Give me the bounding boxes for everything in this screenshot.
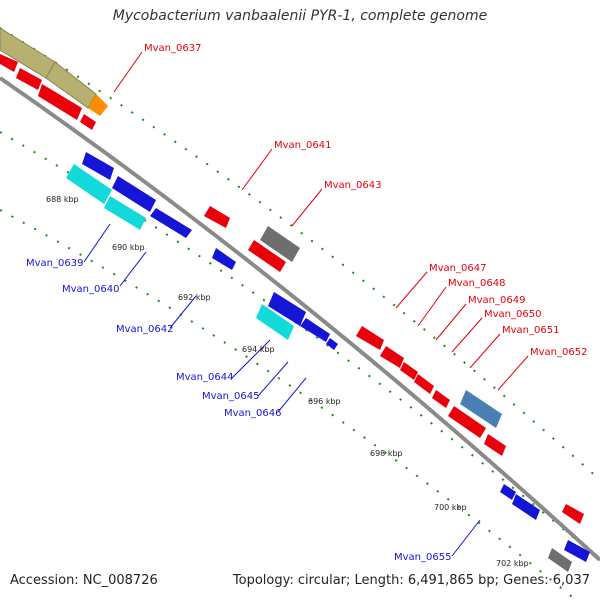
gene-label-mvan-0650[interactable]: Mvan_0650 [484, 309, 541, 320]
gene-label-mvan-0646[interactable]: Mvan_0646 [224, 408, 281, 419]
gene-blue-2[interactable] [112, 176, 156, 212]
gene-blue-0644[interactable] [268, 292, 306, 326]
gene-label-mvan-0641[interactable]: Mvan_0641 [274, 140, 331, 151]
scale-label-698: 698 kbp [370, 449, 403, 458]
gene-blue-1[interactable] [82, 152, 114, 180]
gene-red-4[interactable] [80, 114, 96, 130]
scale-label-700: 700 kbp [434, 503, 467, 512]
scale-label-696: 696 kbp [308, 397, 341, 406]
topology-text: Topology: circular; Length: 6,491,865 bp… [232, 573, 590, 588]
gene-red-0652[interactable] [448, 406, 486, 438]
gene-gray-0655[interactable] [548, 548, 572, 572]
scale-label-702: 702 kbp [496, 559, 529, 568]
gene-orange[interactable] [88, 94, 108, 116]
reverse-strand-genes [66, 152, 590, 572]
gene-cyan-0639[interactable] [104, 196, 146, 230]
gene-label-mvan-0651[interactable]: Mvan_0651 [502, 325, 559, 336]
gene-label-mvan-0655[interactable]: Mvan_0655 [394, 552, 451, 563]
gene-red-0650[interactable] [414, 374, 434, 394]
gene-label-mvan-0649[interactable]: Mvan_0649 [468, 295, 525, 306]
gene-red-0652b[interactable] [484, 434, 506, 456]
gene-cyan-0645[interactable] [256, 304, 294, 340]
gene-blue-0646[interactable] [300, 318, 330, 342]
gene-red-1[interactable] [0, 54, 18, 72]
gene-blue-0642[interactable] [212, 248, 236, 270]
reverse-gene-labels: Mvan_0639 Mvan_0640 Mvan_0642 Mvan_0644 … [26, 258, 451, 563]
scale-label-694: 694 kbp [242, 345, 275, 354]
gene-blue-end[interactable] [564, 540, 590, 562]
forward-gene-labels: Mvan_0637 Mvan_0641 Mvan_0643 Mvan_0647 … [144, 43, 587, 358]
gene-label-mvan-0643[interactable]: Mvan_0643 [324, 180, 381, 191]
gene-label-mvan-0637[interactable]: Mvan_0637 [144, 43, 201, 54]
scale-label-688: 688 kbp [46, 195, 79, 204]
gene-label-mvan-0642[interactable]: Mvan_0642 [116, 324, 173, 335]
gene-label-mvan-0652[interactable]: Mvan_0652 [530, 347, 587, 358]
gene-label-mvan-0639[interactable]: Mvan_0639 [26, 258, 83, 269]
gene-steel-0652[interactable] [460, 390, 502, 428]
gene-label-mvan-0640[interactable]: Mvan_0640 [62, 284, 119, 295]
tick-tracks [0, 27, 600, 600]
gene-red-3[interactable] [38, 84, 82, 120]
gene-blue-0655a[interactable] [500, 484, 516, 500]
page-title: Mycobacterium vanbaalenii PYR-1, complet… [112, 8, 488, 24]
gene-blue-0646b[interactable] [326, 338, 338, 350]
leader-lines-forward [113, 51, 529, 391]
gene-label-mvan-0645[interactable]: Mvan_0645 [202, 391, 259, 402]
gene-label-mvan-0647[interactable]: Mvan_0647 [429, 263, 486, 274]
scale-label-690: 690 kbp [112, 243, 145, 252]
gene-olive-block[interactable] [0, 27, 56, 79]
gene-red-0643[interactable] [248, 240, 286, 272]
accession-text: Accession: NC_008726 [10, 573, 158, 588]
gene-red-0647[interactable] [356, 326, 384, 350]
genome-backbone [0, 76, 600, 562]
forward-strand-genes [0, 27, 584, 524]
gene-blue-0640[interactable] [150, 208, 192, 238]
gene-red-0651[interactable] [432, 390, 450, 408]
gene-label-mvan-0648[interactable]: Mvan_0648 [448, 278, 505, 289]
gene-red-2[interactable] [16, 68, 42, 90]
gene-cyan-1[interactable] [66, 164, 112, 204]
gene-gray-0643[interactable] [260, 226, 300, 262]
scale-labels: 688 kbp 690 kbp 692 kbp 694 kbp 696 kbp … [46, 195, 529, 568]
gene-red-end[interactable] [562, 504, 584, 524]
gene-blue-0655[interactable] [512, 494, 540, 520]
gene-red-0641[interactable] [204, 206, 230, 228]
gene-label-mvan-0644[interactable]: Mvan_0644 [176, 372, 233, 383]
scale-label-692: 692 kbp [178, 293, 211, 302]
gene-red-0648[interactable] [380, 346, 404, 368]
leader-lines-reverse [83, 223, 481, 557]
gene-red-0649[interactable] [400, 362, 418, 380]
